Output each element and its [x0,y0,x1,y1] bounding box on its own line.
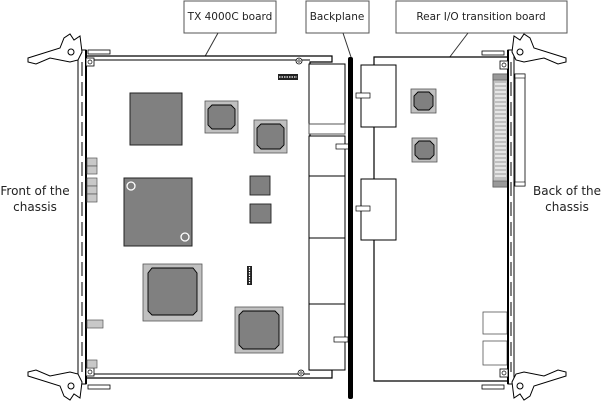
dip-switch-horizontal [278,74,298,80]
ejector-handle-top-rear[interactable] [481,33,567,70]
rear-panel-connector-outer [514,73,526,187]
callout-backplane-label: Backplane [310,11,365,23]
backplane [348,57,353,399]
rear-chip-2 [411,137,438,163]
main-board-backplane-connectors [308,63,346,371]
mounting-hole [297,369,305,377]
rear-panel [507,49,515,385]
guide-pin [335,143,351,150]
chip-small-2 [249,203,272,224]
rear-io-board [355,33,567,401]
callout-backplane: Backplane [305,0,370,58]
guide-pin [355,205,371,212]
main-board [27,33,351,401]
chip-small-1 [249,175,271,196]
front-panel-connector [86,319,104,329]
callout-rear-board: Rear I/O transition board [395,0,568,63]
front-chassis-label-line1: Front of the [0,184,69,198]
guide-pin [333,336,349,343]
ejector-handle-bottom-rear[interactable] [481,368,567,401]
rear-io-header [492,73,509,188]
ejector-handle-bottom-front[interactable] [27,367,111,401]
chip-bga-1 [204,100,239,134]
front-panel-led-bottom [86,359,98,369]
callout-rear-board-label: Rear I/O transition board [416,11,545,23]
rear-port-1 [482,311,508,335]
chip-bga-4 [234,306,284,354]
chip-bga-2 [253,119,288,154]
rear-chip-1 [410,88,437,114]
ejector-handle-top-front[interactable] [27,33,111,67]
back-chassis-label-line1: Back of the [533,184,601,198]
front-chassis-label-line2: chassis [13,200,57,214]
back-chassis-label-line2: chassis [545,200,589,214]
front-panel-leds [86,157,98,203]
callout-main-board-label: TX 4000C board [187,11,273,23]
dip-switch-vertical [247,266,252,285]
guide-pin [355,92,371,99]
front-panel [77,49,87,385]
chip-processor [123,177,193,247]
chip-large-square [129,92,183,146]
chip-bga-3 [142,263,203,322]
callout-main-board: TX 4000C board [183,0,277,61]
callout-backplane-leader [342,32,352,58]
rear-port-2 [482,340,508,366]
mounting-hole [295,57,303,65]
